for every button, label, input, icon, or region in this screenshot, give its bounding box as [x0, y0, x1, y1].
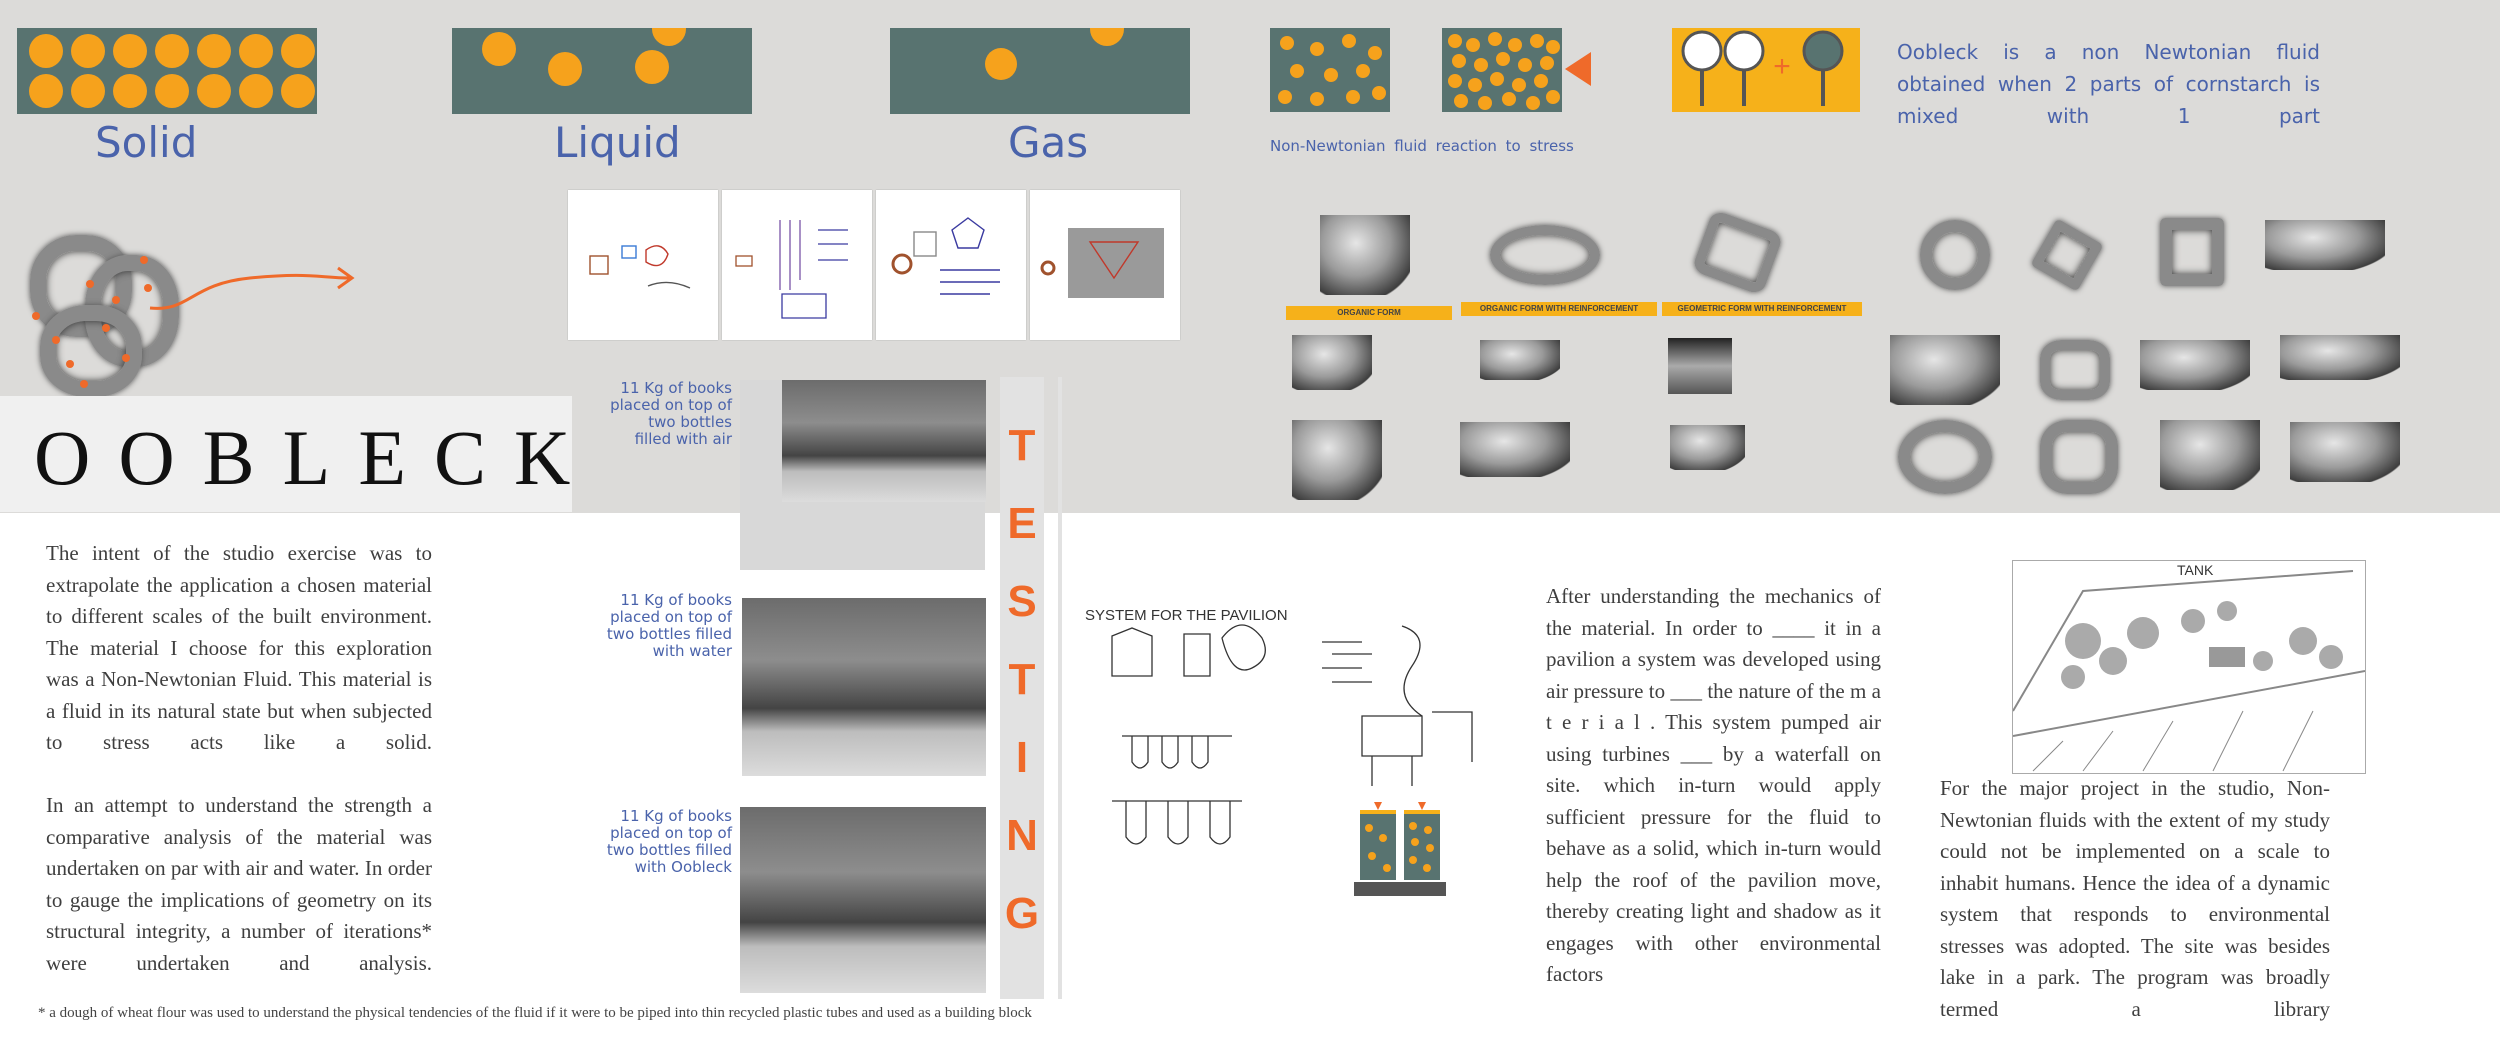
test-photo-water — [742, 598, 986, 776]
sketch-card-4 — [1030, 190, 1180, 340]
solid-label: Solid — [95, 118, 198, 167]
iteration-photos — [1280, 200, 2480, 500]
footnote: * a dough of wheat flour was used to und… — [38, 1005, 1032, 1021]
test-photo-air — [782, 380, 986, 502]
testing-letter: I — [1015, 733, 1029, 782]
definition-text: Oobleck is a non Newtonian fluid obtaine… — [1897, 40, 2320, 128]
project-paragraph: For the major project in the studio, Non… — [1940, 776, 2330, 1021]
pavilion-paragraph: After understanding the mechanics of the… — [1546, 584, 1881, 986]
solid-diagram — [17, 28, 317, 114]
site-plan-tank-label: TANK — [2177, 562, 2214, 578]
gas-diagram — [890, 28, 1190, 114]
testing-letter: G — [1004, 889, 1040, 938]
orange-dots-arrow-icon — [32, 256, 355, 388]
form-tag-organic: ORGANIC FORM — [1286, 306, 1452, 320]
testing-letter: T — [1008, 421, 1036, 470]
mixture-diagram: + — [1672, 28, 1860, 112]
testing-letter: N — [1006, 811, 1038, 860]
test-photo-oobleck — [740, 807, 986, 993]
intro-paragraph-1: The intent of the studio exercise was to… — [46, 541, 432, 754]
non-newtonian-caption: Non-Newtonian fluid reaction to stress — [1270, 137, 1574, 155]
test-caption-water: 11 Kg of books placed on top of two bott… — [606, 591, 732, 660]
site-plan — [2012, 560, 2366, 774]
non-newtonian-stressed-diagram — [1442, 28, 1562, 112]
svg-text:+: + — [1773, 50, 1791, 83]
intro-paragraph-2: In an attempt to understand the strength… — [46, 793, 432, 975]
page-title: OOBLECK — [34, 414, 599, 501]
testing-letter: S — [1007, 577, 1037, 626]
form-tag-geometric-reinforced: GEOMETRIC FORM WITH REINFORCEMENT — [1662, 302, 1862, 316]
system-title: SYSTEM FOR THE PAVILION — [1085, 607, 1288, 624]
liquid-diagram — [452, 28, 752, 114]
testing-bar: T E S T I N G — [1000, 377, 1044, 999]
form-tag-organic-reinforced: ORGANIC FORM WITH REINFORCEMENT — [1461, 302, 1657, 316]
liquid-label: Liquid — [554, 118, 681, 167]
cornstarch-water-icon: + — [1681, 30, 1844, 106]
test-caption-oobleck: 11 Kg of books placed on top of two bott… — [606, 807, 732, 876]
test-caption-air: 11 Kg of books placed on top of two bott… — [610, 379, 732, 448]
testing-bar-edge — [1058, 377, 1062, 999]
sketch-card-1 — [568, 190, 718, 340]
testing-letter: T — [1008, 655, 1036, 704]
gas-label: Gas — [1008, 118, 1089, 167]
testing-letter: E — [1007, 499, 1037, 548]
stress-arrow-icon — [1565, 52, 1591, 86]
non-newtonian-relaxed-diagram — [1270, 28, 1390, 112]
title-panel — [0, 396, 572, 512]
sketch-card-2 — [722, 190, 872, 340]
pavilion-system-sketches — [1111, 624, 1473, 896]
sketch-card-3 — [876, 190, 1026, 340]
